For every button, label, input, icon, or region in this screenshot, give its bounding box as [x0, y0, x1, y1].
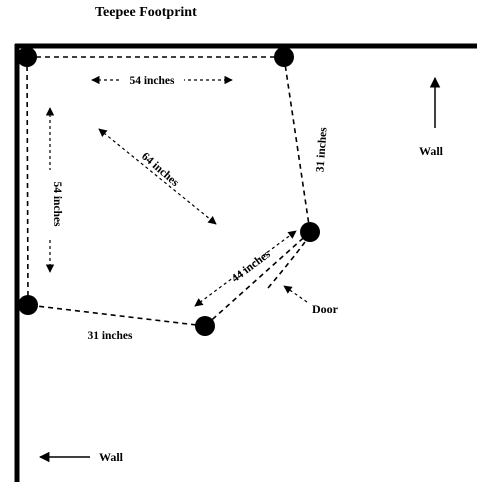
label-right-edge: 31 inches — [314, 126, 329, 172]
edge-right — [283, 56, 311, 233]
pole-bottom — [195, 316, 215, 336]
arrow-door-pointer — [283, 285, 308, 303]
pole-top-left — [17, 47, 37, 67]
label-door-edge: 44 inches — [230, 248, 274, 285]
label-bottom-edge: 31 inches — [87, 330, 133, 342]
edge-door — [204, 231, 311, 327]
pole-right — [300, 222, 320, 242]
label-wall-bottom: Wall — [99, 450, 124, 464]
footprint-outline — [26, 56, 311, 327]
label-wall-right: Wall — [419, 144, 444, 158]
pole-top-right — [274, 47, 294, 67]
pole-left — [18, 295, 38, 315]
diagram-title: Teepee Footprint — [95, 5, 197, 20]
arrow-door-edge — [194, 230, 297, 307]
label-left-edge: 54 inches — [51, 181, 63, 227]
label-top-edge: 54 inches — [129, 75, 175, 87]
label-diagonal: 64 inches — [139, 150, 181, 189]
edge-left — [26, 56, 29, 306]
edge-bottom — [27, 304, 206, 327]
label-door: Door — [312, 302, 339, 316]
arrow-diagonal — [98, 128, 217, 225]
